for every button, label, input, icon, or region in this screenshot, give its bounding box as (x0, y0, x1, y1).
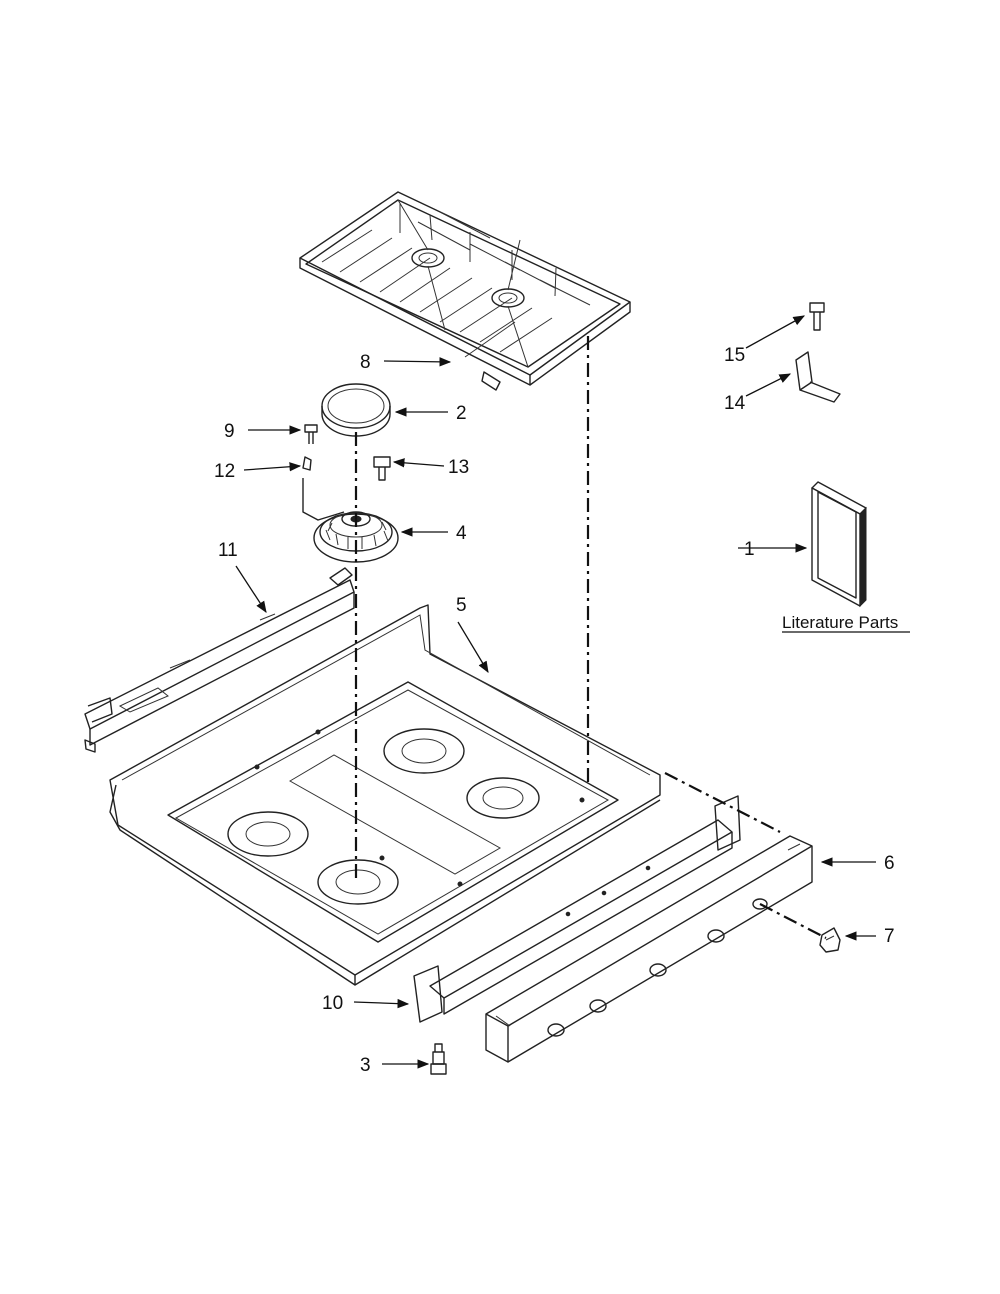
callout-6: 6 (884, 853, 895, 874)
literature-parts-book (811, 481, 867, 608)
screw-15-part (809, 302, 825, 331)
leader-lines (235, 315, 876, 1069)
cooktop-part (109, 604, 661, 986)
callout-9: 9 (224, 421, 235, 442)
igniter-clip-12-part (302, 456, 345, 521)
screw-3-part (430, 1043, 447, 1075)
callout-3: 3 (360, 1055, 371, 1076)
callout-14: 14 (724, 393, 746, 414)
callout-2: 2 (456, 403, 467, 424)
callout-8: 8 (360, 352, 371, 373)
control-panel-part (485, 835, 813, 1063)
heat-shield-part (84, 567, 355, 753)
callout-11: 11 (218, 540, 238, 561)
bracket-clip-14-part (795, 351, 841, 403)
grate-part (299, 191, 631, 391)
alignment-line-panel (664, 772, 781, 833)
alignment-line-knob (759, 903, 827, 939)
screw-9-part (304, 424, 318, 444)
callout-5: 5 (456, 595, 467, 616)
callout-7: 7 (884, 926, 895, 947)
callout-12: 12 (214, 461, 235, 482)
bracket-part (413, 795, 741, 1023)
callout-1: 1 (744, 539, 755, 560)
control-knob-part (819, 927, 841, 953)
callout-15: 15 (724, 345, 745, 366)
callout-13: 13 (448, 457, 469, 478)
callout-4: 4 (456, 523, 467, 544)
screw-13-part (373, 456, 391, 481)
callout-10: 10 (322, 993, 343, 1014)
literature-parts-caption: Literature Parts (782, 613, 898, 632)
burner-cap-part (321, 383, 391, 437)
